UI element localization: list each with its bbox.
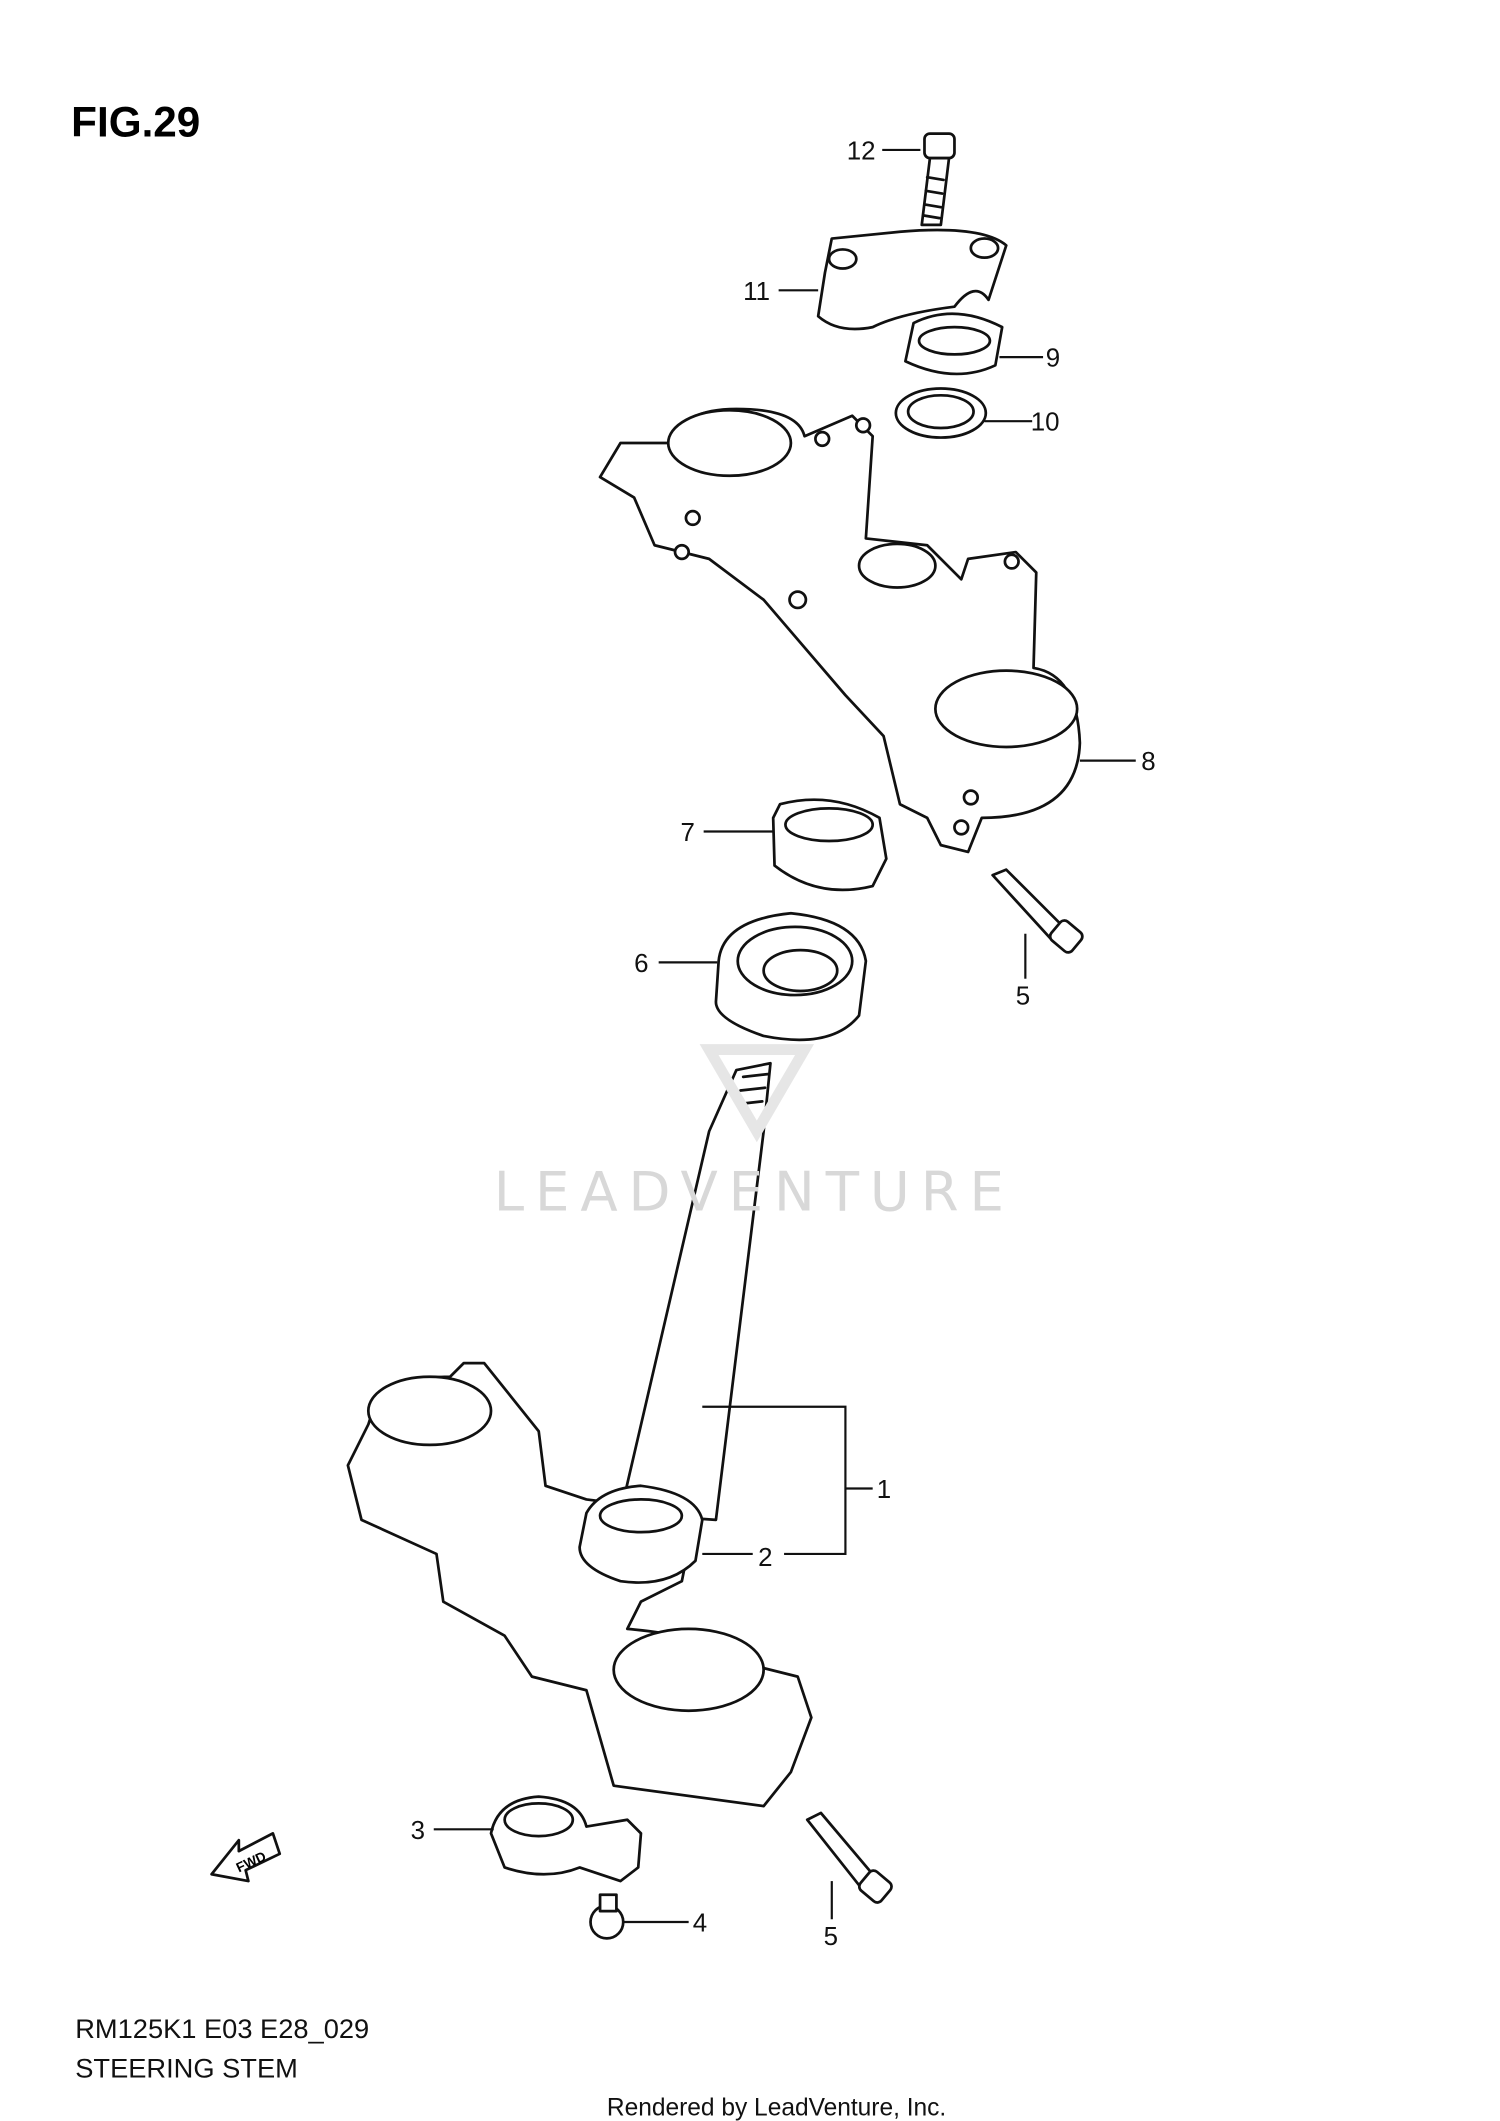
callout-1: 1 [877, 1476, 891, 1504]
part-6-bearing [714, 911, 868, 1042]
callout-8: 8 [1141, 748, 1155, 776]
part-9-nut [904, 312, 1004, 376]
callout-9: 9 [1046, 345, 1060, 373]
callout-7: 7 [680, 819, 694, 847]
callout-6: 6 [634, 950, 648, 978]
callout-10: 10 [1031, 409, 1060, 437]
diagram-name: STEERING STEM [75, 2052, 298, 2083]
part-1-steering-stem [346, 1061, 813, 1808]
footer-credit: Rendered by LeadVenture, Inc. [607, 2095, 946, 2121]
part-8-upper-bracket [598, 407, 1082, 854]
model-code: RM125K1 E03 E28_029 [75, 2013, 369, 2044]
callout-5-lower: 5 [824, 1923, 838, 1951]
part-4-bolt [589, 1893, 625, 1940]
figure-title: FIG.29 [71, 98, 200, 145]
forward-arrow-icon: FWD [210, 1832, 282, 1883]
callout-12: 12 [847, 137, 876, 165]
callout-4: 4 [693, 1910, 707, 1938]
watermark-text: LEADVENTURE [494, 1159, 1015, 1223]
part-7-steering-nut [771, 798, 888, 892]
part-11-handlebar-holder [816, 228, 1008, 331]
part-3-clamp [489, 1795, 643, 1883]
callout-3: 3 [411, 1817, 425, 1845]
callout-11: 11 [743, 278, 770, 306]
part-10-washer [894, 387, 988, 439]
part-12-bolt [920, 132, 956, 227]
part-5-bolt-upper [991, 868, 1084, 954]
part-5-bolt-lower [805, 1811, 893, 1904]
watermark-logo [699, 1044, 815, 1143]
leader-lines [433, 148, 1136, 1924]
callout-2: 2 [758, 1544, 772, 1572]
callout-5-upper: 5 [1016, 983, 1030, 1011]
